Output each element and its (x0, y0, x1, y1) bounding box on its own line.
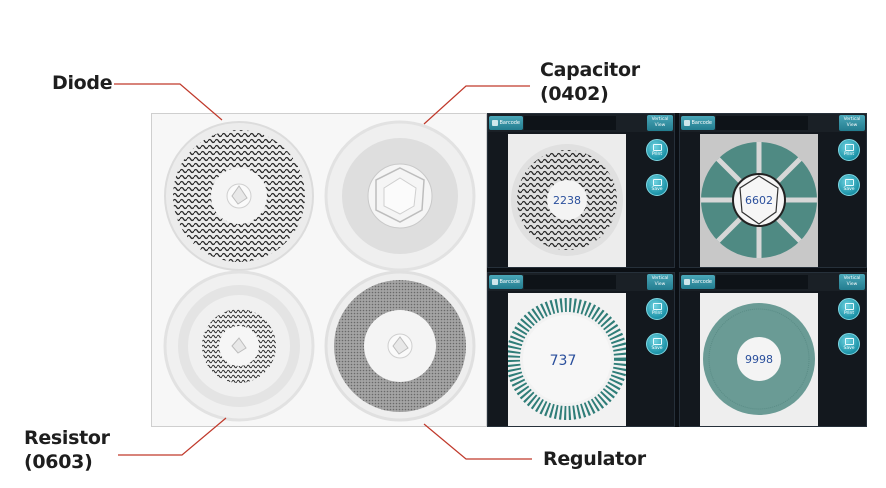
print-icon (845, 144, 854, 151)
xray-image-panel (151, 113, 487, 427)
counter-screen-1: Barcode Vertical View 2238 Print Save (487, 113, 675, 268)
reel-image: 2238 (508, 134, 626, 267)
save-button-label: Save (843, 187, 855, 192)
toolbar-field (524, 116, 616, 130)
toolbar: Barcode Vertical View (488, 273, 674, 291)
print-button[interactable]: Print (646, 139, 668, 161)
save-button[interactable]: Save (838, 333, 860, 355)
count-readout: 6602 (745, 194, 773, 207)
barcode-button-label: Barcode (691, 279, 713, 285)
vertical-view-label-line2: View (846, 281, 858, 287)
barcode-button[interactable]: Barcode (489, 275, 523, 289)
save-button-label: Save (651, 346, 663, 351)
barcode-icon (684, 120, 690, 126)
toolbar-field (716, 116, 808, 130)
count-readout: 737 (550, 353, 577, 369)
capacitor-reel (324, 120, 476, 272)
print-button-label: Print (843, 311, 855, 316)
reel-image: 6602 (700, 134, 818, 267)
save-button-label: Save (843, 346, 855, 351)
vertical-view-label-line1: Vertical (843, 276, 861, 281)
regulator-reel (324, 270, 476, 422)
count-readout: 9998 (745, 353, 773, 366)
barcode-button[interactable]: Barcode (489, 116, 523, 130)
counter-app-panel: Barcode Vertical View 2238 Print Save (487, 113, 867, 427)
vertical-view-label-line2: View (654, 281, 666, 287)
resistor-label: Resistor (0603) (24, 426, 110, 474)
print-button-label: Print (651, 311, 663, 316)
barcode-icon (492, 120, 498, 126)
toolbar-field (716, 275, 808, 289)
vertical-view-label-line1: Vertical (651, 117, 669, 122)
reel-image: 9998 (700, 293, 818, 426)
vertical-view-button[interactable]: Vertical View (647, 115, 673, 131)
resistor-reel (163, 270, 315, 422)
reel-view: 737 (506, 293, 628, 426)
save-icon (845, 338, 854, 345)
barcode-icon (684, 279, 690, 285)
capacitor-label: Capacitor (0402) (540, 58, 640, 106)
toolbar-field (524, 275, 616, 289)
barcode-button-label: Barcode (499, 120, 521, 126)
diode-reel (164, 121, 314, 271)
reel-image: 737 (506, 293, 628, 426)
barcode-button[interactable]: Barcode (681, 116, 715, 130)
print-icon (653, 303, 662, 310)
toolbar: Barcode Vertical View (680, 114, 866, 132)
diode-label: Diode (52, 72, 113, 94)
vertical-view-button[interactable]: Vertical View (839, 115, 865, 131)
save-icon (653, 338, 662, 345)
vertical-view-label-line1: Vertical (843, 117, 861, 122)
print-button-label: Print (651, 152, 663, 157)
barcode-icon (492, 279, 498, 285)
count-readout: 2238 (553, 194, 581, 207)
save-button[interactable]: Save (838, 174, 860, 196)
capacitor-leader-line (423, 85, 530, 125)
capacitor-label-name: Capacitor (540, 59, 640, 81)
save-icon (845, 179, 854, 186)
regulator-label: Regulator (543, 448, 646, 470)
counter-screen-3: Barcode Vertical View 737 Print Save (487, 272, 675, 427)
save-icon (653, 179, 662, 186)
reel-view: 2238 (508, 134, 626, 267)
vertical-view-label-line1: Vertical (651, 276, 669, 281)
vertical-view-label-line2: View (846, 122, 858, 128)
counter-screen-2: Barcode Vertical View 6602 Print (679, 113, 867, 268)
print-button[interactable]: Print (646, 298, 668, 320)
resistor-label-name: Resistor (24, 427, 110, 449)
barcode-button-label: Barcode (691, 120, 713, 126)
regulator-leader-line (423, 423, 532, 460)
save-button[interactable]: Save (646, 333, 668, 355)
resistor-leader-line (118, 417, 227, 456)
diode-leader-line (114, 83, 223, 121)
save-button-label: Save (651, 187, 663, 192)
print-icon (653, 144, 662, 151)
barcode-button-label: Barcode (499, 279, 521, 285)
toolbar: Barcode Vertical View (680, 273, 866, 291)
vertical-view-button[interactable]: Vertical View (647, 274, 673, 290)
print-icon (845, 303, 854, 310)
capacitor-label-size: (0402) (540, 83, 609, 105)
reel-view: 9998 (700, 293, 818, 426)
print-button[interactable]: Print (838, 298, 860, 320)
vertical-view-label-line2: View (654, 122, 666, 128)
barcode-button[interactable]: Barcode (681, 275, 715, 289)
toolbar: Barcode Vertical View (488, 114, 674, 132)
counter-screen-4: Barcode Vertical View 9998 Print Save (679, 272, 867, 427)
print-button[interactable]: Print (838, 139, 860, 161)
save-button[interactable]: Save (646, 174, 668, 196)
vertical-view-button[interactable]: Vertical View (839, 274, 865, 290)
print-button-label: Print (843, 152, 855, 157)
resistor-label-size: (0603) (24, 451, 93, 473)
reel-view: 6602 (700, 134, 818, 267)
xray-reels-image (163, 120, 476, 422)
